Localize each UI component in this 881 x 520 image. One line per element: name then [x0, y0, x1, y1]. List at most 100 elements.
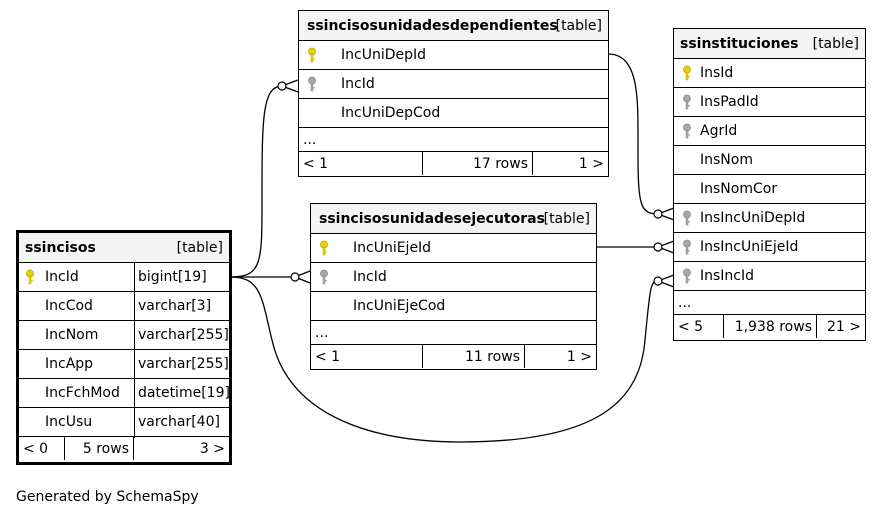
column-row[interactable]: IncUsu varchar[40] [19, 407, 229, 436]
table-ssincisos[interactable]: ssincisos [table] IncId bigint[19] IncCo… [16, 230, 232, 465]
table-name: ssincisosunidadesdependientes [307, 17, 558, 34]
table-tag: [table] [812, 35, 859, 52]
primary-key-icon [23, 263, 37, 291]
table-header: ssincisosunidadesejecutoras [table] [311, 204, 596, 233]
edge-end-circle [290, 272, 300, 282]
foreign-key-icon [680, 204, 694, 232]
table-name: ssinstituciones [680, 35, 799, 52]
row-count: 1,938 rows [724, 315, 817, 338]
column-name: AgrId [700, 123, 738, 139]
column-row[interactable]: AgrId [674, 116, 865, 145]
column-row[interactable]: IncFchMod datetime[19] [19, 378, 230, 407]
foreign-key-icon [305, 70, 319, 98]
foreign-key-icon [317, 263, 331, 291]
parents-count[interactable]: < 1 [299, 152, 423, 175]
table-tag: [table] [543, 210, 590, 227]
column-name: IncId [353, 269, 387, 285]
parents-count[interactable]: < 1 [311, 345, 423, 368]
column-name: IncId [45, 269, 79, 285]
table-footer: < 1 11 rows 1 > [311, 344, 596, 368]
column-name: IncUsu [45, 414, 93, 430]
column-row[interactable]: IncUniEjeCod [311, 291, 596, 320]
table-ssincisosunidadesdependientes[interactable]: ssincisosunidadesdependientes [table] In… [298, 10, 609, 177]
edge-incisos-dependientes [230, 79, 299, 278]
column-row[interactable]: IncUniDepCod [299, 98, 608, 127]
table-footer: < 5 1,938 rows 21 > [674, 314, 865, 338]
column-row[interactable]: IncId [311, 262, 596, 291]
column-row[interactable]: IncUniEjeId [311, 233, 596, 262]
column-row[interactable]: InsIncUniDepId [674, 203, 865, 232]
column-row[interactable]: InsId [674, 58, 865, 87]
column-name: IncCod [45, 298, 93, 314]
column-row[interactable]: IncCod varchar[3] [19, 291, 229, 320]
column-type: varchar[255] [138, 356, 229, 372]
column-row[interactable]: InsNomCor [674, 174, 865, 203]
column-name: IncApp [45, 356, 94, 372]
type-column-divider [134, 262, 135, 438]
column-row[interactable]: IncApp varchar[255] [19, 349, 229, 378]
generated-by-caption: Generated by SchemaSpy [16, 489, 199, 505]
children-count[interactable]: 21 > [827, 318, 861, 335]
column-name: IncFchMod [45, 385, 120, 401]
row-count: 17 rows [423, 152, 533, 175]
column-row[interactable]: InsIncId [674, 261, 865, 290]
column-row[interactable]: IncId [299, 69, 608, 98]
column-name: IncUniDepCod [341, 105, 441, 121]
column-name: InsIncId [700, 268, 755, 284]
children-count[interactable]: 1 > [566, 348, 592, 365]
column-name: InsNomCor [700, 181, 778, 197]
ellipsis: ... [303, 131, 317, 148]
column-name: IncUniEjeCod [353, 298, 446, 314]
parents-count[interactable]: < 0 [19, 437, 65, 460]
column-name: InsId [700, 65, 734, 81]
table-footer: < 1 17 rows 1 > [299, 151, 608, 175]
column-row[interactable]: IncUniDepId [299, 40, 608, 69]
column-type: datetime[19] [138, 385, 230, 401]
column-type: varchar[3] [138, 298, 212, 314]
edge-dependientes-instituciones [607, 53, 675, 215]
children-count[interactable]: 3 > [199, 440, 225, 457]
column-row[interactable]: IncId bigint[19] [19, 262, 229, 291]
table-ssincisosunidadesejecutoras[interactable]: ssincisosunidadesejecutoras [table] IncU… [310, 203, 597, 370]
primary-key-icon [680, 59, 694, 87]
edge-end-circle [277, 81, 287, 91]
table-name: ssincisos [25, 239, 96, 256]
column-type: varchar[40] [138, 414, 220, 430]
ellipsis: ... [678, 294, 692, 311]
table-header: ssincisos [table] [19, 233, 229, 262]
table-footer: < 0 5 rows 3 > [19, 436, 229, 460]
column-row[interactable]: InsNom [674, 145, 865, 174]
foreign-key-icon [680, 233, 694, 261]
primary-key-icon [317, 234, 331, 262]
edge-incisos-instituciones [230, 274, 675, 443]
foreign-key-icon [680, 88, 694, 116]
column-type: varchar[255] [138, 327, 229, 343]
column-name: IncId [341, 76, 375, 92]
column-name: InsPadId [700, 94, 759, 110]
foreign-key-icon [680, 262, 694, 290]
column-name: InsIncUniDepId [700, 210, 806, 226]
row-count: 5 rows [65, 437, 134, 460]
more-columns-row: ... [311, 320, 596, 344]
column-row[interactable]: InsIncUniEjeId [674, 232, 865, 261]
table-tag: [table] [176, 239, 223, 256]
edge-end-circle [653, 242, 663, 252]
edge-end-circle [653, 209, 663, 219]
edge-end-circle [653, 276, 663, 286]
table-header: ssinstituciones [table] [674, 29, 865, 58]
more-columns-row: ... [299, 127, 608, 151]
column-row[interactable]: IncNom varchar[255] [19, 320, 229, 349]
table-tag: [table] [555, 17, 602, 34]
parents-count[interactable]: < 5 [674, 315, 724, 338]
table-header: ssincisosunidadesdependientes [table] [299, 11, 608, 40]
column-name: InsIncUniEjeId [700, 239, 799, 255]
column-name: IncNom [45, 327, 99, 343]
ellipsis: ... [315, 324, 329, 341]
table-ssinstituciones[interactable]: ssinstituciones [table] InsId InsPadId A… [673, 28, 866, 341]
column-name: InsNom [700, 152, 753, 168]
column-type: bigint[19] [138, 269, 207, 285]
column-name: IncUniDepId [341, 47, 427, 63]
more-columns-row: ... [674, 290, 865, 314]
column-row[interactable]: InsPadId [674, 87, 865, 116]
children-count[interactable]: 1 > [578, 155, 604, 172]
